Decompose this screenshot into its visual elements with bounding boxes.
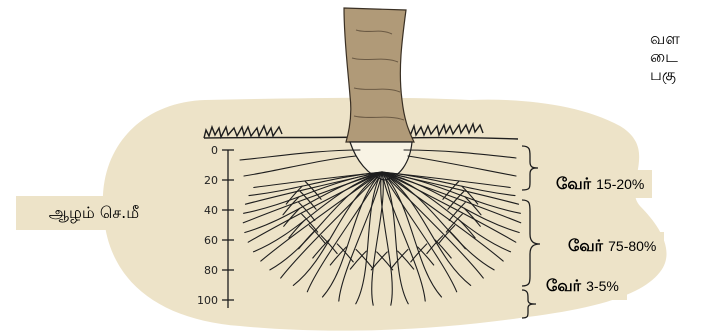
depth-tick-label: 100: [197, 294, 218, 307]
root-word: வேர்: [556, 174, 591, 193]
depth-tick-label: 20: [204, 174, 218, 187]
root-percent: 15-20%: [596, 176, 644, 192]
depth-axis-label: ஆழம் செ.மீ: [16, 196, 172, 230]
root-word: வேர்: [568, 236, 603, 255]
tree-trunk: [344, 8, 414, 142]
depth-tick-label: 40: [204, 204, 218, 217]
root-zone-label-middle: வேர் 75-80%: [560, 232, 664, 260]
root-zone-label-top: வேர் 15-20%: [548, 170, 652, 198]
depth-tick-label: 80: [204, 264, 218, 277]
depth-tick-label: 60: [204, 234, 218, 247]
root-zone-label-bottom: வேர் 3-5%: [538, 272, 627, 300]
cropped-text-line: வள: [650, 30, 719, 48]
depth-tick-label: 0: [211, 144, 218, 157]
cropped-text-line: டை: [650, 48, 719, 66]
cropped-text-line: பகு: [650, 66, 719, 84]
root-word: வேர்: [546, 276, 581, 295]
root-percent: 3-5%: [586, 278, 619, 294]
cropped-description-text: வள டை பகு: [650, 30, 719, 84]
root-percent: 75-80%: [608, 238, 656, 254]
